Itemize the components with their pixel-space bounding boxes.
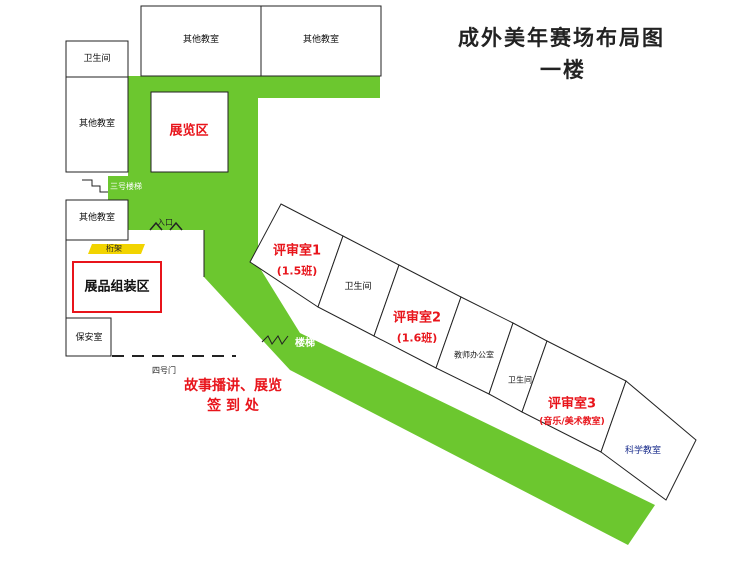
entrance-arrow-icon xyxy=(149,221,183,231)
room-other-top-1 xyxy=(140,5,262,77)
label-stairs: 楼梯 xyxy=(295,338,315,349)
map-subtitle: 一楼 xyxy=(540,58,586,82)
room-science xyxy=(600,380,697,501)
label-exhibition-area: 展览区 xyxy=(169,123,209,139)
room-toilet-top xyxy=(65,40,129,78)
label-other-top-1: 其他教室 xyxy=(182,34,220,45)
label-review-1-detail: (1.5班) xyxy=(276,264,318,278)
room-other-top-2 xyxy=(260,5,382,77)
label-science: 科学教室 xyxy=(624,445,662,456)
label-toilet-bottom: 卫生间 xyxy=(508,375,532,385)
room-other-left-1 xyxy=(65,76,129,173)
label-review-3-detail: (音乐/美术教室) xyxy=(539,416,605,427)
stairs-icon xyxy=(82,179,108,193)
label-stair-3: 三号楼梯 xyxy=(110,182,142,191)
label-rack: 桁架 xyxy=(106,244,122,253)
exhibition-area-box xyxy=(150,91,229,173)
rack-marker xyxy=(88,244,145,254)
stairs-icon-2 xyxy=(261,335,289,345)
label-review-1: 评审室1 xyxy=(272,243,322,259)
map-title: 成外美年赛场布局图 xyxy=(458,26,665,50)
label-review-3: 评审室3 xyxy=(547,396,597,412)
label-security: 保安室 xyxy=(75,332,103,343)
label-gate-4: 四号门 xyxy=(152,366,176,375)
label-toilet-mid: 卫生间 xyxy=(344,281,372,292)
label-other-top-2: 其他教室 xyxy=(302,34,340,45)
label-other-left-1: 其他教室 xyxy=(78,118,116,129)
label-signin-1: 故事播讲、展览 xyxy=(184,377,282,394)
diagonal-building xyxy=(249,203,697,501)
label-entrance: 入口 xyxy=(157,218,173,227)
assembly-area-box xyxy=(72,261,162,313)
room-security xyxy=(65,317,112,357)
label-review-2-detail: (1.6班) xyxy=(396,331,438,345)
label-signin-2: 签 到 处 xyxy=(207,397,259,414)
label-teacher-office: 教师办公室 xyxy=(454,350,494,360)
corridor-stair3 xyxy=(108,176,138,200)
label-review-2: 评审室2 xyxy=(392,310,442,326)
label-toilet-top: 卫生间 xyxy=(83,53,111,64)
room-other-left-2 xyxy=(65,199,129,241)
label-assembly-area: 展品组装区 xyxy=(84,279,150,295)
label-other-left-2: 其他教室 xyxy=(78,212,116,223)
